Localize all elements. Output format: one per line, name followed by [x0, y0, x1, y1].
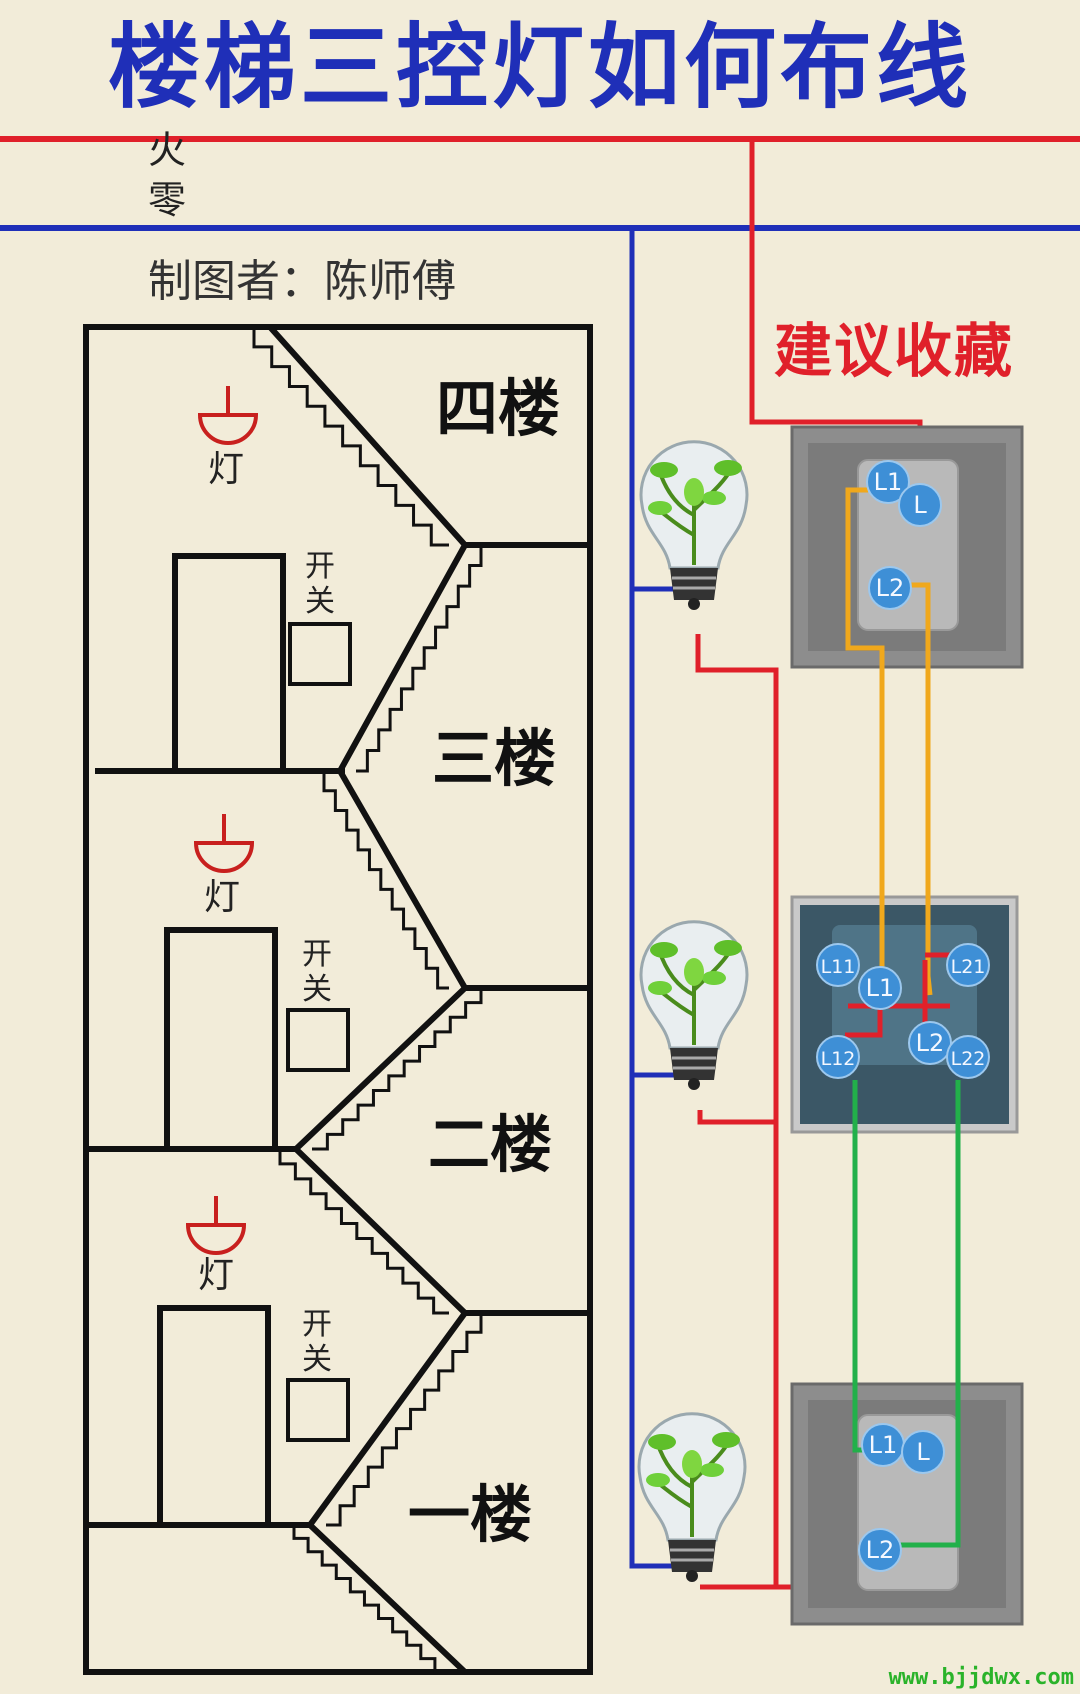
- terminal-middle-2: [946, 943, 990, 987]
- terminal-middle-3: [816, 1035, 860, 1079]
- light-bulb-icon: [637, 1412, 747, 1582]
- door-3: [164, 927, 278, 1152]
- wall-switch-3: [286, 1008, 350, 1072]
- top-switch-plate: [790, 425, 1024, 669]
- neutral-drop-wire: [629, 228, 680, 1569]
- terminal-label: L2: [866, 1536, 895, 1564]
- terminal-bottom-1: [901, 1430, 945, 1474]
- wall-switch-2: [286, 1378, 350, 1442]
- stair-step: [326, 1313, 483, 1527]
- stair-step: [252, 327, 449, 547]
- neutral-wire-label: 零: [148, 178, 187, 222]
- terminal-label: L: [913, 491, 927, 519]
- lamp-label-4: 灯: [208, 449, 245, 490]
- traveler-wire-bottom-2: [888, 1080, 961, 1548]
- terminal-label: L2: [876, 574, 905, 602]
- traveler-wire-top-1: [845, 487, 885, 974]
- switch-label-3-a: 开: [302, 937, 332, 972]
- author-credit: 制图者：陈师傅: [148, 256, 456, 307]
- ceiling-lamp-icon: [185, 1196, 247, 1255]
- ceiling-lamp-icon: [197, 386, 259, 445]
- lamp-label-2: 灯: [198, 1255, 235, 1296]
- lamp2-return-wire: [697, 1110, 776, 1125]
- terminal-label: L1: [869, 1431, 898, 1459]
- stair-step: [322, 771, 449, 990]
- terminal-label: L1: [874, 468, 903, 496]
- stair-step: [278, 1149, 449, 1315]
- light-bulb-icon: [639, 920, 749, 1090]
- page-title: 楼梯三控灯如何布线: [107, 14, 972, 121]
- staircase-steps: [252, 327, 483, 1674]
- stair-step: [292, 1525, 449, 1674]
- terminal-top-2: [868, 566, 912, 610]
- lamp-label-3: 灯: [204, 877, 241, 918]
- terminal-bottom-2: [858, 1528, 902, 1572]
- stair-step: [312, 988, 483, 1151]
- light-bulb-icon: [639, 440, 749, 610]
- bookmark-stamp: 建议收藏: [774, 317, 1015, 385]
- floor-label-1: 一楼: [408, 1478, 533, 1551]
- switch-label-2-b: 关: [302, 1342, 332, 1377]
- switch-label-3-b: 关: [302, 972, 332, 1007]
- terminal-label: L11: [821, 956, 856, 978]
- terminal-label: L12: [821, 1048, 856, 1070]
- terminal-middle-4: [908, 1021, 952, 1065]
- stair-step: [356, 545, 483, 773]
- lamp-return-wire: [695, 634, 779, 1590]
- website-watermark: www.bjjdwx.com: [888, 1665, 1074, 1690]
- door-4: [172, 553, 286, 774]
- terminal-label: L22: [951, 1048, 986, 1070]
- terminal-label: L: [916, 1438, 930, 1466]
- ceiling-lamp-icon: [193, 814, 255, 873]
- door-2: [157, 1305, 271, 1528]
- terminal-top-0: [866, 460, 910, 504]
- switch-label-2-a: 开: [302, 1307, 332, 1342]
- floor-label-3: 三楼: [432, 722, 557, 795]
- terminal-middle-5: [946, 1035, 990, 1079]
- terminal-top-1: [898, 483, 942, 527]
- switch-label-4-b: 关: [305, 584, 335, 619]
- terminal-middle-1: [858, 966, 902, 1010]
- terminal-middle-0: [816, 943, 860, 987]
- floor-label-2: 二楼: [428, 1108, 553, 1181]
- floor-label-4: 四楼: [436, 372, 561, 445]
- wall-switch-4: [288, 622, 352, 686]
- live-wire-label: 火: [148, 128, 187, 172]
- bottom-switch-plate: [790, 1382, 1024, 1626]
- middle-switch-plate: [790, 895, 1019, 1134]
- terminal-label: L21: [951, 956, 986, 978]
- switch-label-4-a: 开: [305, 549, 335, 584]
- terminal-label: L1: [866, 974, 895, 1002]
- terminal-label: L2: [916, 1029, 945, 1057]
